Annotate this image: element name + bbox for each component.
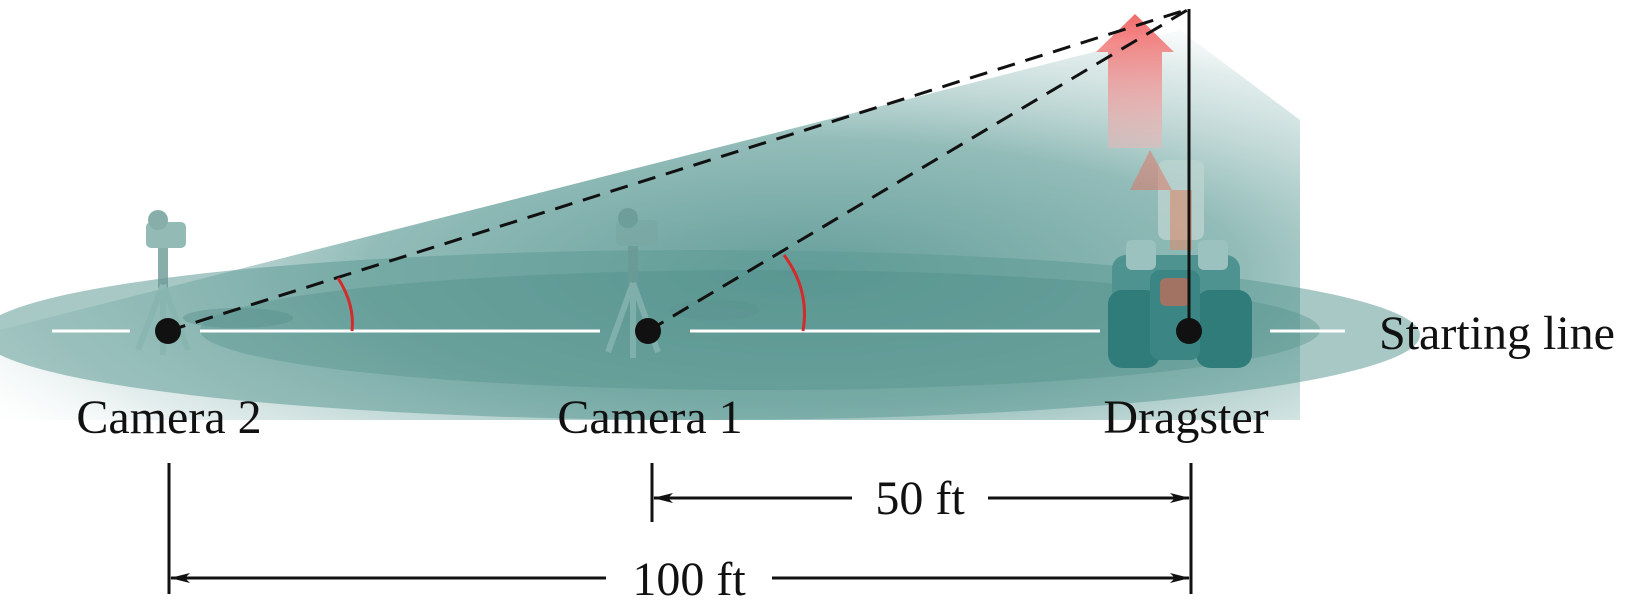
starting-line-label: Starting line (1379, 307, 1615, 360)
camera-2-label: Camera 2 (76, 391, 261, 444)
sight-lines (167, 7, 1190, 333)
angle-arc-camera-2 (336, 277, 354, 332)
dimension-50ft-label: 50 ft (875, 472, 965, 525)
sight-line-camera-1 (647, 7, 1190, 333)
dragster-point (1176, 318, 1202, 344)
dimension-100ft: 100 ft (170, 553, 1190, 606)
camera-2-point (155, 318, 181, 344)
dimension-50ft: 50 ft (653, 472, 1190, 525)
dimension-ticks (167, 463, 1193, 594)
dimension-100ft-label: 100 ft (632, 553, 746, 606)
camera-1-point (635, 318, 661, 344)
upward-arrow (1096, 14, 1174, 148)
sight-line-camera-2 (167, 7, 1190, 333)
angle-arc-camera-1 (782, 254, 806, 332)
dragster-label: Dragster (1103, 391, 1268, 444)
camera-1-label: Camera 1 (557, 391, 742, 444)
dragster-figure (1108, 150, 1252, 368)
